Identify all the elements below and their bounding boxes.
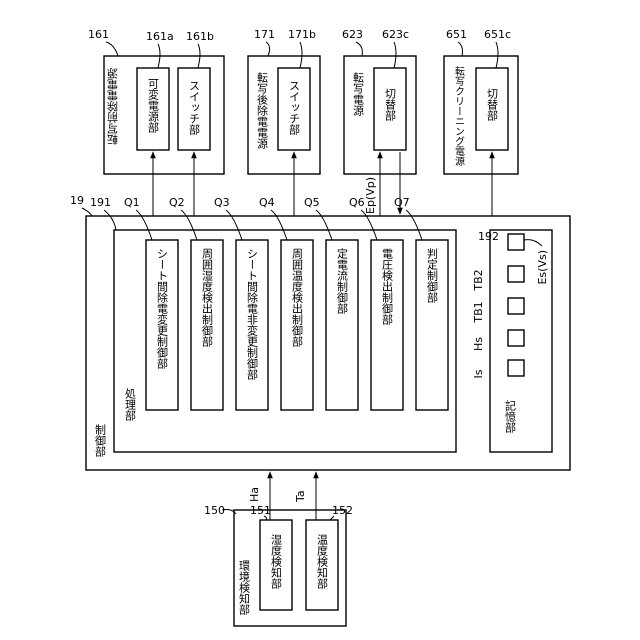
- temperature-signal-label: Ta: [294, 490, 307, 503]
- control-block-q7-label: 判定制御部: [426, 248, 439, 303]
- storage-cell-0: [508, 234, 524, 250]
- leader-161: [106, 42, 118, 56]
- transfer-cleaning-power-title: 転写クリーニング電源: [453, 66, 465, 167]
- ref-651: 651: [446, 28, 467, 41]
- ref-171b: 171b: [288, 28, 316, 41]
- variable-power-unit-label: 可変電源部: [147, 78, 160, 133]
- storage-cell-2-label: TB1: [472, 301, 485, 323]
- switch-unit-161b-label: スイッチ部: [188, 80, 201, 135]
- ref-161b: 161b: [186, 30, 214, 43]
- ref-161: 161: [88, 28, 109, 41]
- humidity-signal-label: Ha: [248, 487, 261, 502]
- ref-623: 623: [342, 28, 363, 41]
- ref-q1: Q1: [124, 196, 140, 209]
- transfer-power-title: 転写電源: [352, 72, 365, 117]
- storage-cell-2: [508, 298, 524, 314]
- switching-unit-623c-label: 切替部: [384, 88, 397, 121]
- storage-cell-0-label: Es(Vs): [536, 250, 549, 285]
- switching-unit-651c-label: 切替部: [486, 88, 499, 121]
- ref-q7: Q7: [394, 196, 410, 209]
- ref-q5: Q5: [304, 196, 320, 209]
- leader-651: [458, 42, 463, 56]
- ref-623c: 623c: [382, 28, 409, 41]
- ref-q2: Q2: [169, 196, 185, 209]
- control-unit-title: 制御部: [94, 424, 107, 457]
- leader-171: [266, 42, 270, 56]
- control-block-q4-label: 周囲温度検出制御部: [291, 248, 304, 347]
- control-block-q1-label: シート間除電変更制御部: [156, 248, 169, 369]
- ref-152: 152: [332, 504, 353, 517]
- storage-cell-1-label: TB2: [472, 269, 485, 291]
- control-block-q6-label: 電圧検出制御部: [381, 248, 394, 325]
- ref-171: 171: [254, 28, 275, 41]
- ref-q4: Q4: [259, 196, 275, 209]
- ref-191: 191: [90, 196, 111, 209]
- leader-19: [82, 208, 92, 216]
- storage-cell-1: [508, 266, 524, 282]
- storage-cell-4-label: Is: [472, 369, 485, 378]
- leader-623: [356, 42, 362, 56]
- ref-651c: 651c: [484, 28, 511, 41]
- environment-detection-title: 環境検知部: [238, 560, 251, 615]
- processing-unit-title: 処理部: [124, 388, 137, 421]
- control-block-q2-label: 周囲湿度検出制御部: [201, 248, 214, 347]
- feedback-label: Ep(Vp): [364, 177, 377, 214]
- ref-q3: Q3: [214, 196, 230, 209]
- storage-unit-title: 記憶部: [504, 399, 517, 433]
- switch-unit-171b-label: スイッチ部: [288, 80, 301, 135]
- ref-192: 192: [478, 230, 499, 243]
- storage-cell-3-label: Hs: [472, 337, 485, 351]
- ref-161a: 161a: [146, 30, 174, 43]
- sensor-152-label: 温度検知部: [316, 534, 329, 589]
- post-transfer-discharge-power-title: 転写後除電電源: [256, 72, 269, 150]
- storage-cell-4: [508, 360, 524, 376]
- sensor-151-label: 湿度検知部: [270, 534, 283, 589]
- control-block-q3-label: シート間除電非変更制御部: [246, 248, 259, 380]
- ref-150: 150: [204, 504, 225, 517]
- pre-transfer-discharge-power-title: 転写前除電電源: [107, 67, 120, 145]
- ref-q6: Q6: [349, 196, 365, 209]
- control-block-q5-label: 定電流制御部: [336, 247, 349, 314]
- storage-cell-3: [508, 330, 524, 346]
- ref-19: 19: [70, 194, 84, 207]
- ref-151: 151: [250, 504, 271, 517]
